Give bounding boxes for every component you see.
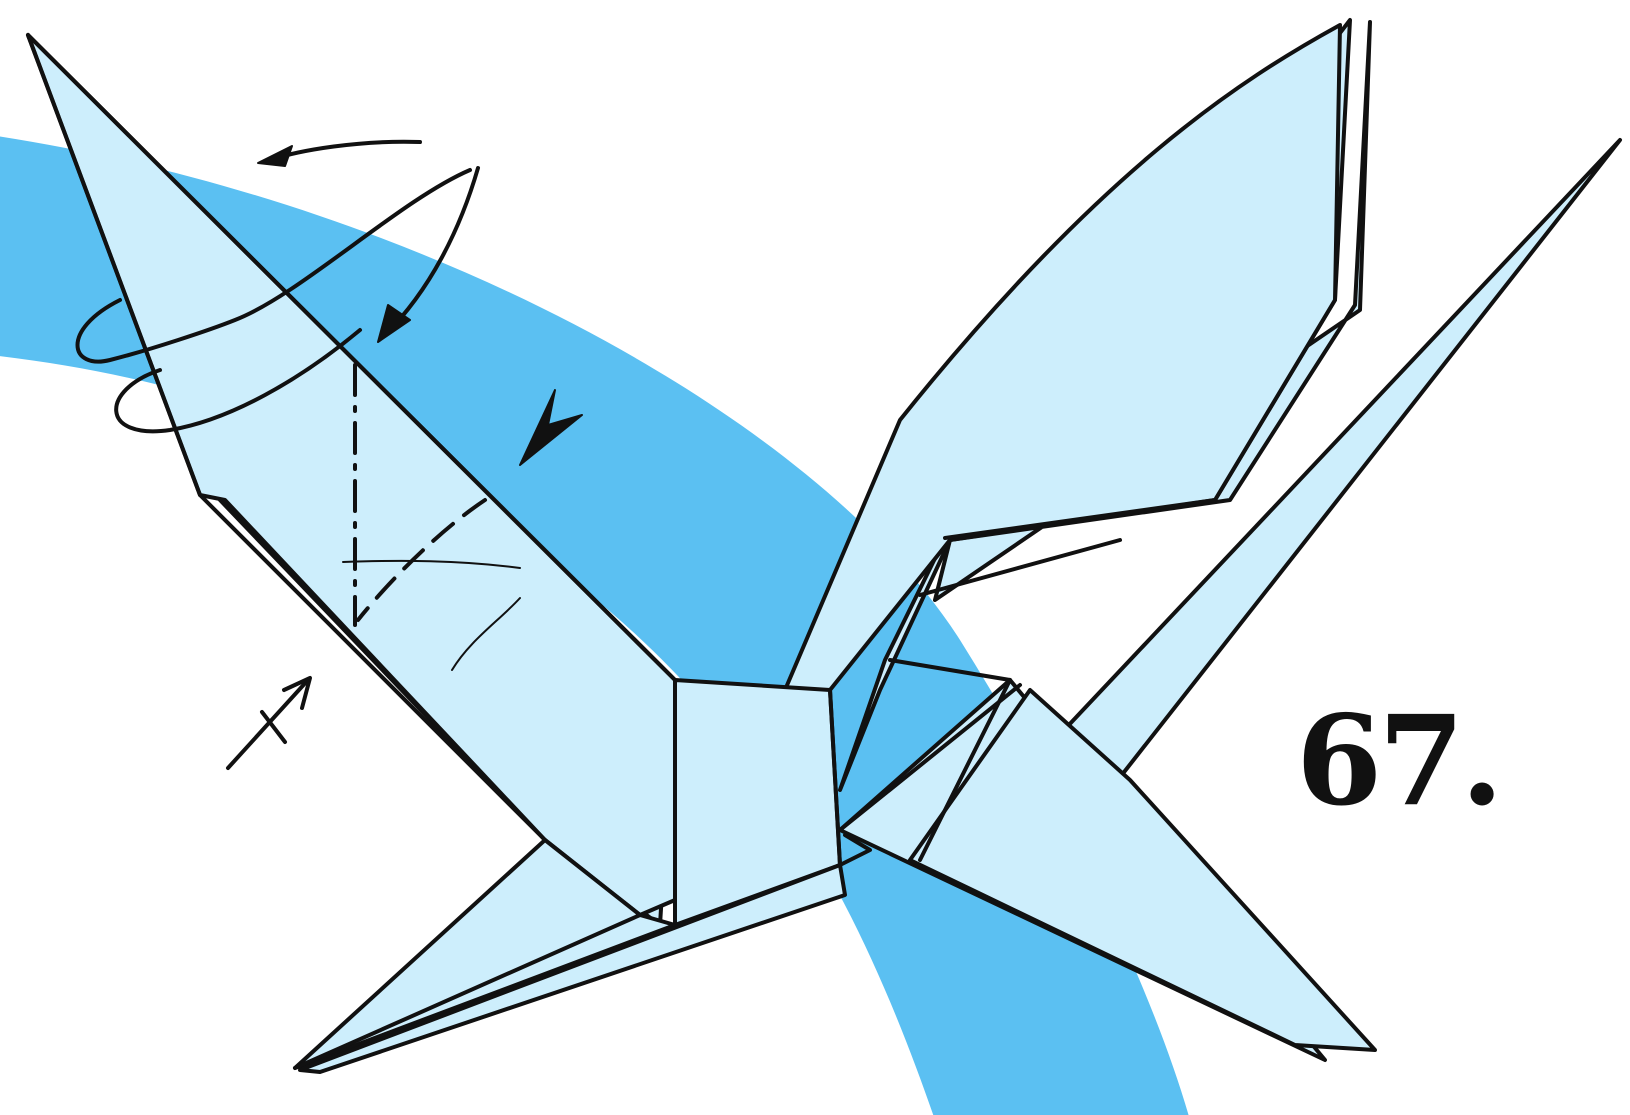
curved-turn-over-arrow-head — [258, 146, 292, 166]
step-number: 67. — [1296, 700, 1500, 824]
curved-turn-over-arrow — [270, 142, 420, 160]
repeat-arrow — [228, 680, 308, 768]
